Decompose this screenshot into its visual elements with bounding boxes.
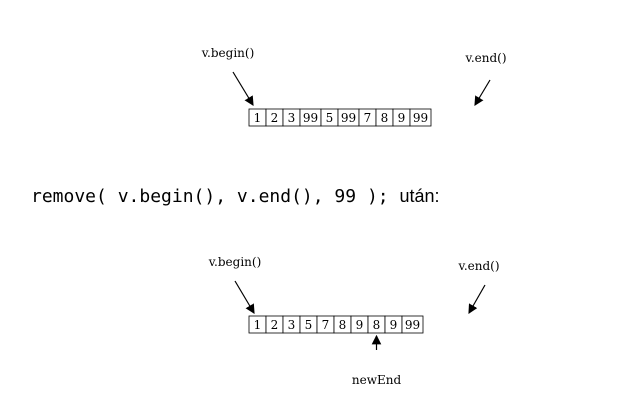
bottom-cell-value-8: 9 (390, 318, 398, 332)
caption: remove( v.begin(), v.end(), 99 ); után: (31, 186, 440, 207)
bottom-cell-value-9: 99 (405, 318, 420, 332)
bottom-begin-arrow (234, 280, 255, 315)
top-cell-value-5: 99 (341, 111, 356, 125)
bottom-cell-box-9 (401, 315, 424, 334)
caption-word: után: (399, 186, 440, 206)
bottom-end-label: v.end() (457, 259, 499, 273)
bottom-cell-value-2: 3 (288, 318, 296, 332)
top-cell-value-0: 1 (254, 111, 262, 125)
top-cell-value-3: 99 (303, 111, 318, 125)
bottom-cell-value-0: 1 (254, 318, 262, 332)
bottom-cell-value-4: 7 (322, 318, 330, 332)
top-cell-value-4: 5 (326, 111, 334, 125)
new-end-label: newEnd (352, 373, 402, 387)
top-begin-arrow (232, 71, 254, 107)
top-cell-value-9: 99 (413, 111, 428, 125)
top-cell-value-7: 8 (381, 111, 389, 125)
bottom-cell-value-7: 8 (373, 318, 381, 332)
caption-code: remove( v.begin(), v.end(), 99 ); (31, 186, 389, 207)
top-end-arrow (474, 79, 491, 107)
bottom-cell-value-3: 5 (305, 318, 313, 332)
top-cell-value-6: 7 (364, 111, 372, 125)
bottom-begin-label: v.begin() (208, 255, 262, 269)
top-cell-value-8: 9 (398, 111, 406, 125)
top-begin-label: v.begin() (201, 46, 255, 60)
top-cell-box-9 (409, 108, 432, 127)
bottom-cell-value-5: 8 (339, 318, 347, 332)
top-end-label: v.end() (464, 51, 506, 65)
top-cell-value-2: 3 (288, 111, 296, 125)
bottom-cell-value-6: 9 (356, 318, 364, 332)
bottom-cell-value-1: 2 (271, 318, 279, 332)
bottom-end-arrow (468, 284, 486, 315)
top-cell-value-1: 2 (271, 111, 279, 125)
